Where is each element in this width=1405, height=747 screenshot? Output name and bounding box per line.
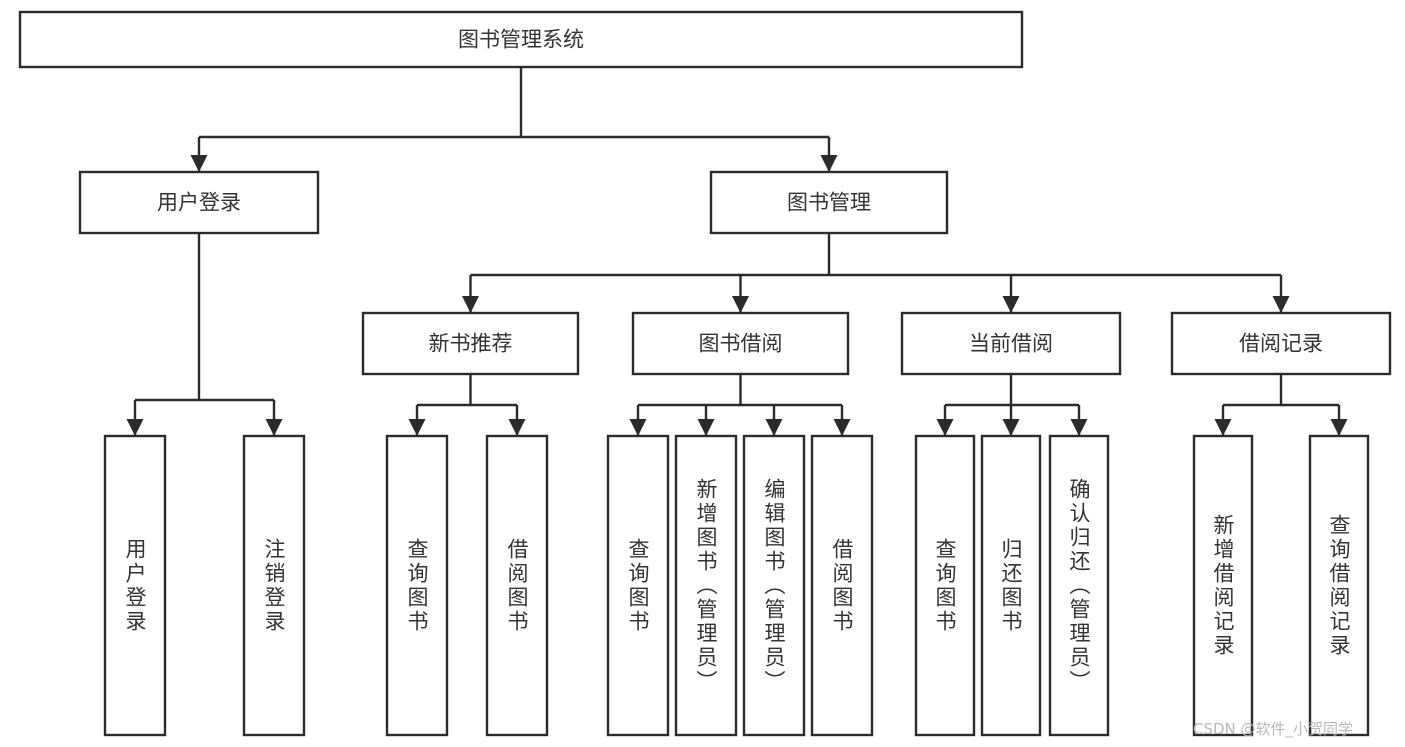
node-user-login[interactable]: [78, 170, 320, 235]
node-borrow-record[interactable]: [1170, 311, 1392, 376]
node-user-login-label: 用户登录: [157, 191, 241, 215]
node-leaf-user-login[interactable]: [103, 434, 167, 737]
node-book-borrow[interactable]: [631, 311, 850, 376]
node-book-borrow-label: 图书借阅: [699, 332, 783, 356]
arrow-head-icon: [126, 419, 144, 436]
node-borrow-record-label: 借阅记录: [1239, 332, 1323, 356]
arrow-head-icon: [508, 419, 526, 436]
arrow-head-icon: [936, 419, 954, 436]
node-leaf-query-book-rec[interactable]: [385, 434, 449, 737]
watermark: CSDN @软件_小贺同学: [1193, 720, 1354, 738]
node-leaf-query-book-current[interactable]: [914, 434, 976, 737]
arrow-head-icon: [408, 419, 426, 436]
node-leaf-query-book-borrow[interactable]: [606, 434, 670, 737]
node-root-label: 图书管理系统: [458, 28, 584, 52]
node-leaf-return-book[interactable]: [980, 434, 1042, 737]
arrow-head-icon: [629, 419, 647, 436]
node-leaf-confirm-return-admin[interactable]: [1048, 434, 1110, 737]
connectors-layer: [126, 67, 1348, 436]
node-current-borrow-label: 当前借阅: [969, 332, 1053, 356]
node-leaf-borrow-book[interactable]: [810, 434, 874, 737]
arrow-head-icon: [1272, 296, 1290, 313]
arrow-head-icon: [1070, 419, 1088, 436]
node-root[interactable]: [18, 10, 1024, 69]
node-book-management[interactable]: [709, 170, 949, 235]
arrow-head-icon: [697, 419, 715, 436]
arrow-head-icon: [833, 419, 851, 436]
node-leaf-borrow-book-rec[interactable]: [485, 434, 549, 737]
arrow-head-icon: [1002, 296, 1020, 313]
arrow-head-icon: [765, 419, 783, 436]
arrow-head-icon: [265, 419, 283, 436]
arrow-head-icon: [1002, 419, 1020, 436]
node-leaf-add-borrow-record[interactable]: [1192, 434, 1254, 737]
node-leaf-logout[interactable]: [242, 434, 306, 737]
node-leaf-query-borrow-record[interactable]: [1308, 434, 1370, 737]
node-leaf-edit-book-admin[interactable]: [742, 434, 806, 737]
node-book-management-label: 图书管理: [787, 191, 871, 215]
arrow-head-icon: [1214, 419, 1232, 436]
node-current-borrow[interactable]: [900, 311, 1122, 376]
arrow-head-icon: [732, 296, 749, 313]
arrow-head-icon: [462, 296, 479, 313]
node-new-book-recommend-label: 新书推荐: [429, 332, 513, 356]
node-new-book-recommend[interactable]: [361, 311, 580, 376]
arrow-head-icon: [1330, 419, 1348, 436]
arrow-head-icon: [820, 155, 838, 172]
node-leaf-add-book-admin[interactable]: [674, 434, 738, 737]
arrow-head-icon: [190, 155, 208, 172]
